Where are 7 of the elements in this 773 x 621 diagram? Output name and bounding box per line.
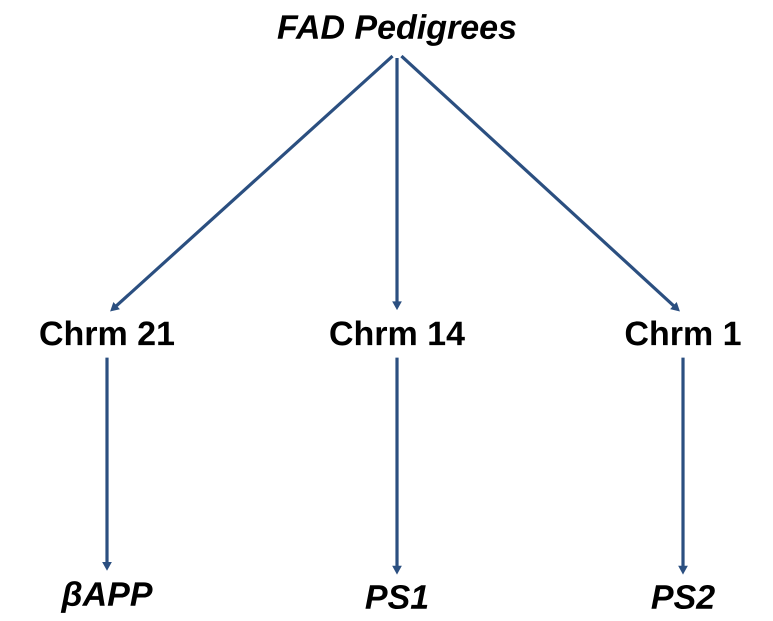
chromosome-label: Chrm 14 xyxy=(330,320,465,346)
gene-label: PS2 xyxy=(651,584,715,610)
chromosome-label: Chrm 21 xyxy=(40,320,174,346)
chromosome-label: Chrm 1 xyxy=(626,320,741,346)
heading-text: FAD Pedigrees xyxy=(278,14,516,46)
gene-label: βAPP xyxy=(60,581,153,613)
gene-label: PS1 xyxy=(365,584,428,610)
